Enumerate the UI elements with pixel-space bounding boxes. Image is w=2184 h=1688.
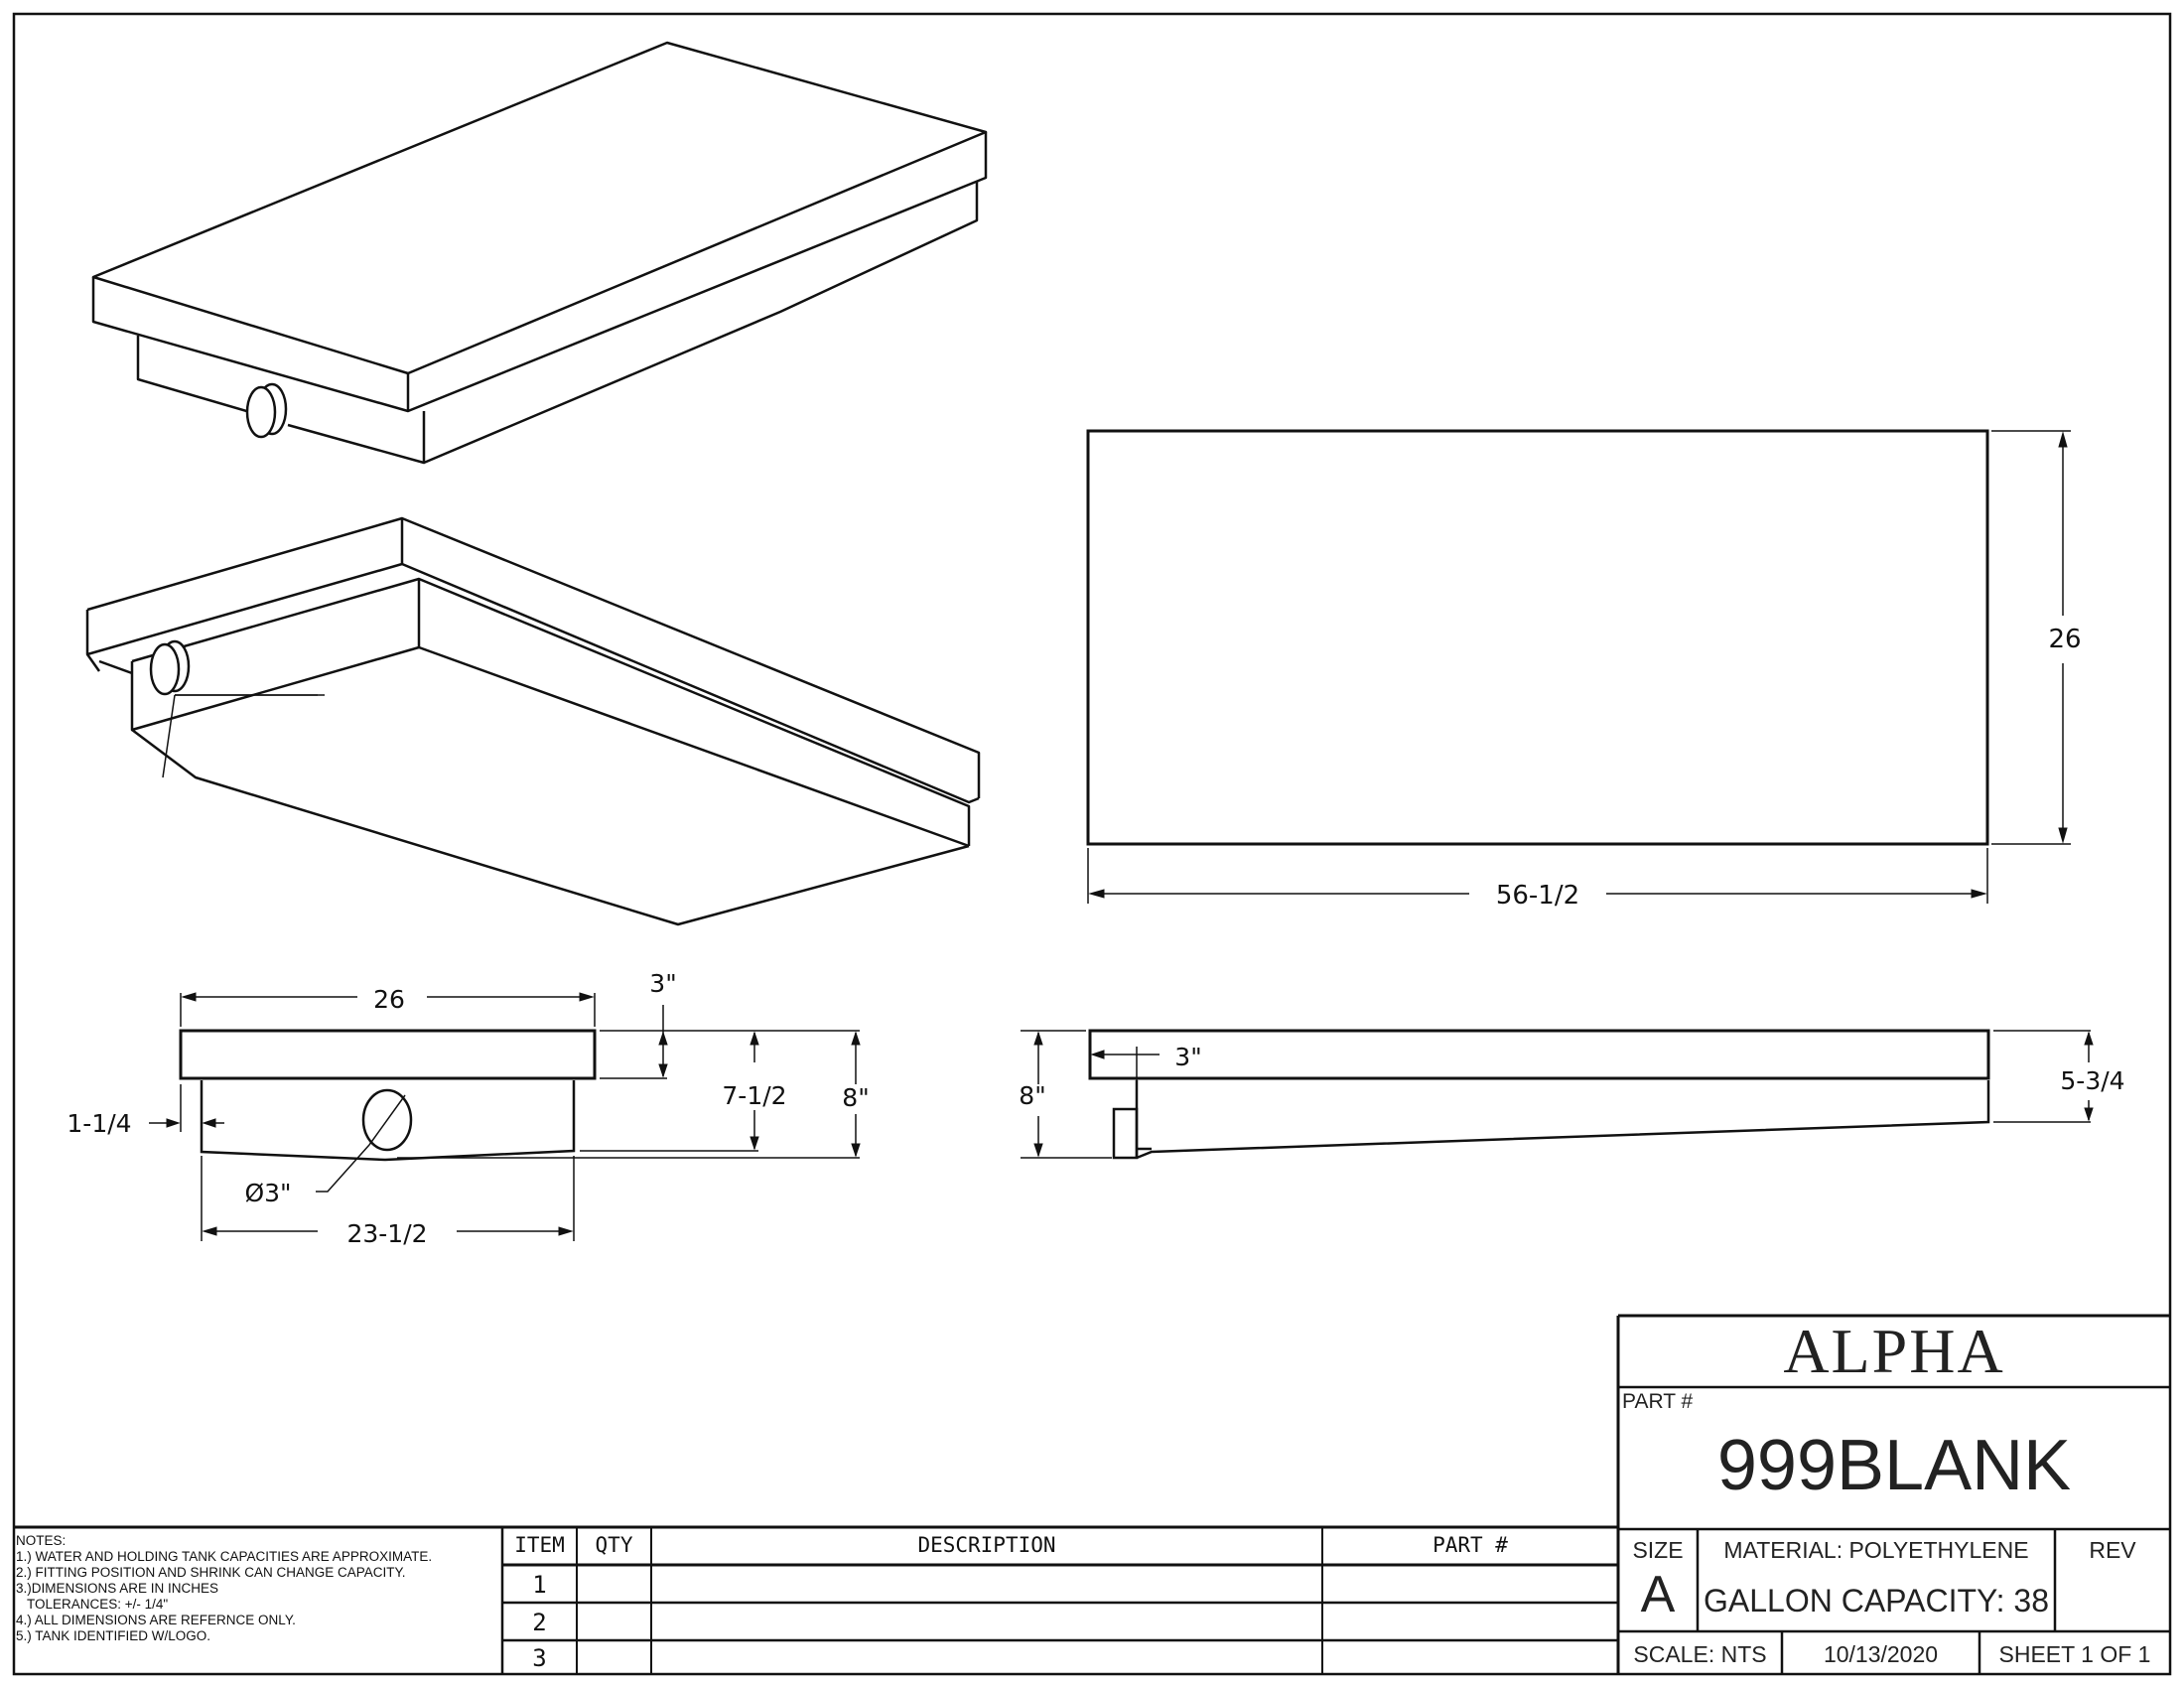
size-value: A — [1640, 1566, 1676, 1623]
gallon-capacity: GALLON CAPACITY: 38 — [1704, 1583, 2049, 1618]
note-item: 2.) FITTING POSITION AND SHRINK CAN CHAN… — [16, 1565, 406, 1580]
bom-header-item: ITEM — [514, 1533, 565, 1557]
note-item: 5.) TANK IDENTIFIED W/LOGO. — [16, 1628, 211, 1643]
plan-view — [1086, 429, 2071, 904]
material: MATERIAL: POLYETHYLENE — [1723, 1537, 2029, 1563]
end-body-height-dimension: 7-1/2 — [722, 1081, 786, 1110]
plan-length-dimension: 56-1/2 — [1496, 881, 1579, 911]
bom-frame — [14, 1525, 1618, 1674]
bom-row-item: 3 — [532, 1644, 547, 1672]
notes-heading: NOTES: — [16, 1533, 67, 1548]
side-view — [1021, 1029, 2094, 1160]
isometric-view-top — [91, 41, 988, 465]
bom-header-description: DESCRIPTION — [917, 1533, 1056, 1557]
bom-row-item: 1 — [532, 1571, 547, 1599]
sheet-border — [12, 12, 2172, 1676]
side-overall-height-dimension: 8" — [1019, 1081, 1045, 1110]
side-end-height-dimension: 5-3/4 — [2060, 1066, 2124, 1095]
note-item: 4.) ALL DIMENSIONS ARE REFERNCE ONLY. — [16, 1613, 296, 1627]
sheet-number: SHEET 1 OF 1 — [1998, 1641, 2151, 1667]
end-bottom-width-dimension: 23-1/2 — [346, 1219, 427, 1248]
bom-row-item: 2 — [532, 1609, 547, 1636]
bom-header-qty: QTY — [595, 1533, 633, 1557]
title-block-frame — [1616, 1314, 2170, 1674]
notes-block: NOTES: 1.) WATER AND HOLDING TANK CAPACI… — [16, 1533, 492, 1644]
company-name: ALPHA — [1783, 1316, 2005, 1386]
date: 10/13/2020 — [1823, 1641, 1939, 1667]
part-number-label: PART # — [1622, 1390, 1694, 1413]
plan-width-dimension: 26 — [2048, 625, 2081, 654]
end-offset-dimension: 1-1/4 — [67, 1109, 131, 1138]
end-flange-height-dimension: 3" — [649, 969, 676, 998]
note-item: 1.) WATER AND HOLDING TANK CAPACITIES AR… — [16, 1549, 433, 1564]
end-view — [149, 992, 861, 1241]
bom-header-part: PART # — [1433, 1533, 1508, 1557]
note-item: TOLERANCES: +/- 1/4" — [16, 1597, 169, 1612]
fitting-diameter-dimension: Ø3" — [244, 1179, 291, 1207]
end-overall-height-dimension: 8" — [842, 1083, 869, 1112]
note-item: 3.)DIMENSIONS ARE IN INCHES — [16, 1581, 219, 1596]
size-label: SIZE — [1632, 1537, 1684, 1563]
scale: SCALE: NTS — [1633, 1641, 1767, 1667]
part-number: 999BLANK — [1716, 1426, 2072, 1505]
end-top-width-dimension: 26 — [373, 985, 405, 1014]
side-flange-dimension: 3" — [1174, 1043, 1201, 1071]
isometric-view-bottom — [85, 516, 981, 926]
rev-label: REV — [2089, 1537, 2136, 1563]
